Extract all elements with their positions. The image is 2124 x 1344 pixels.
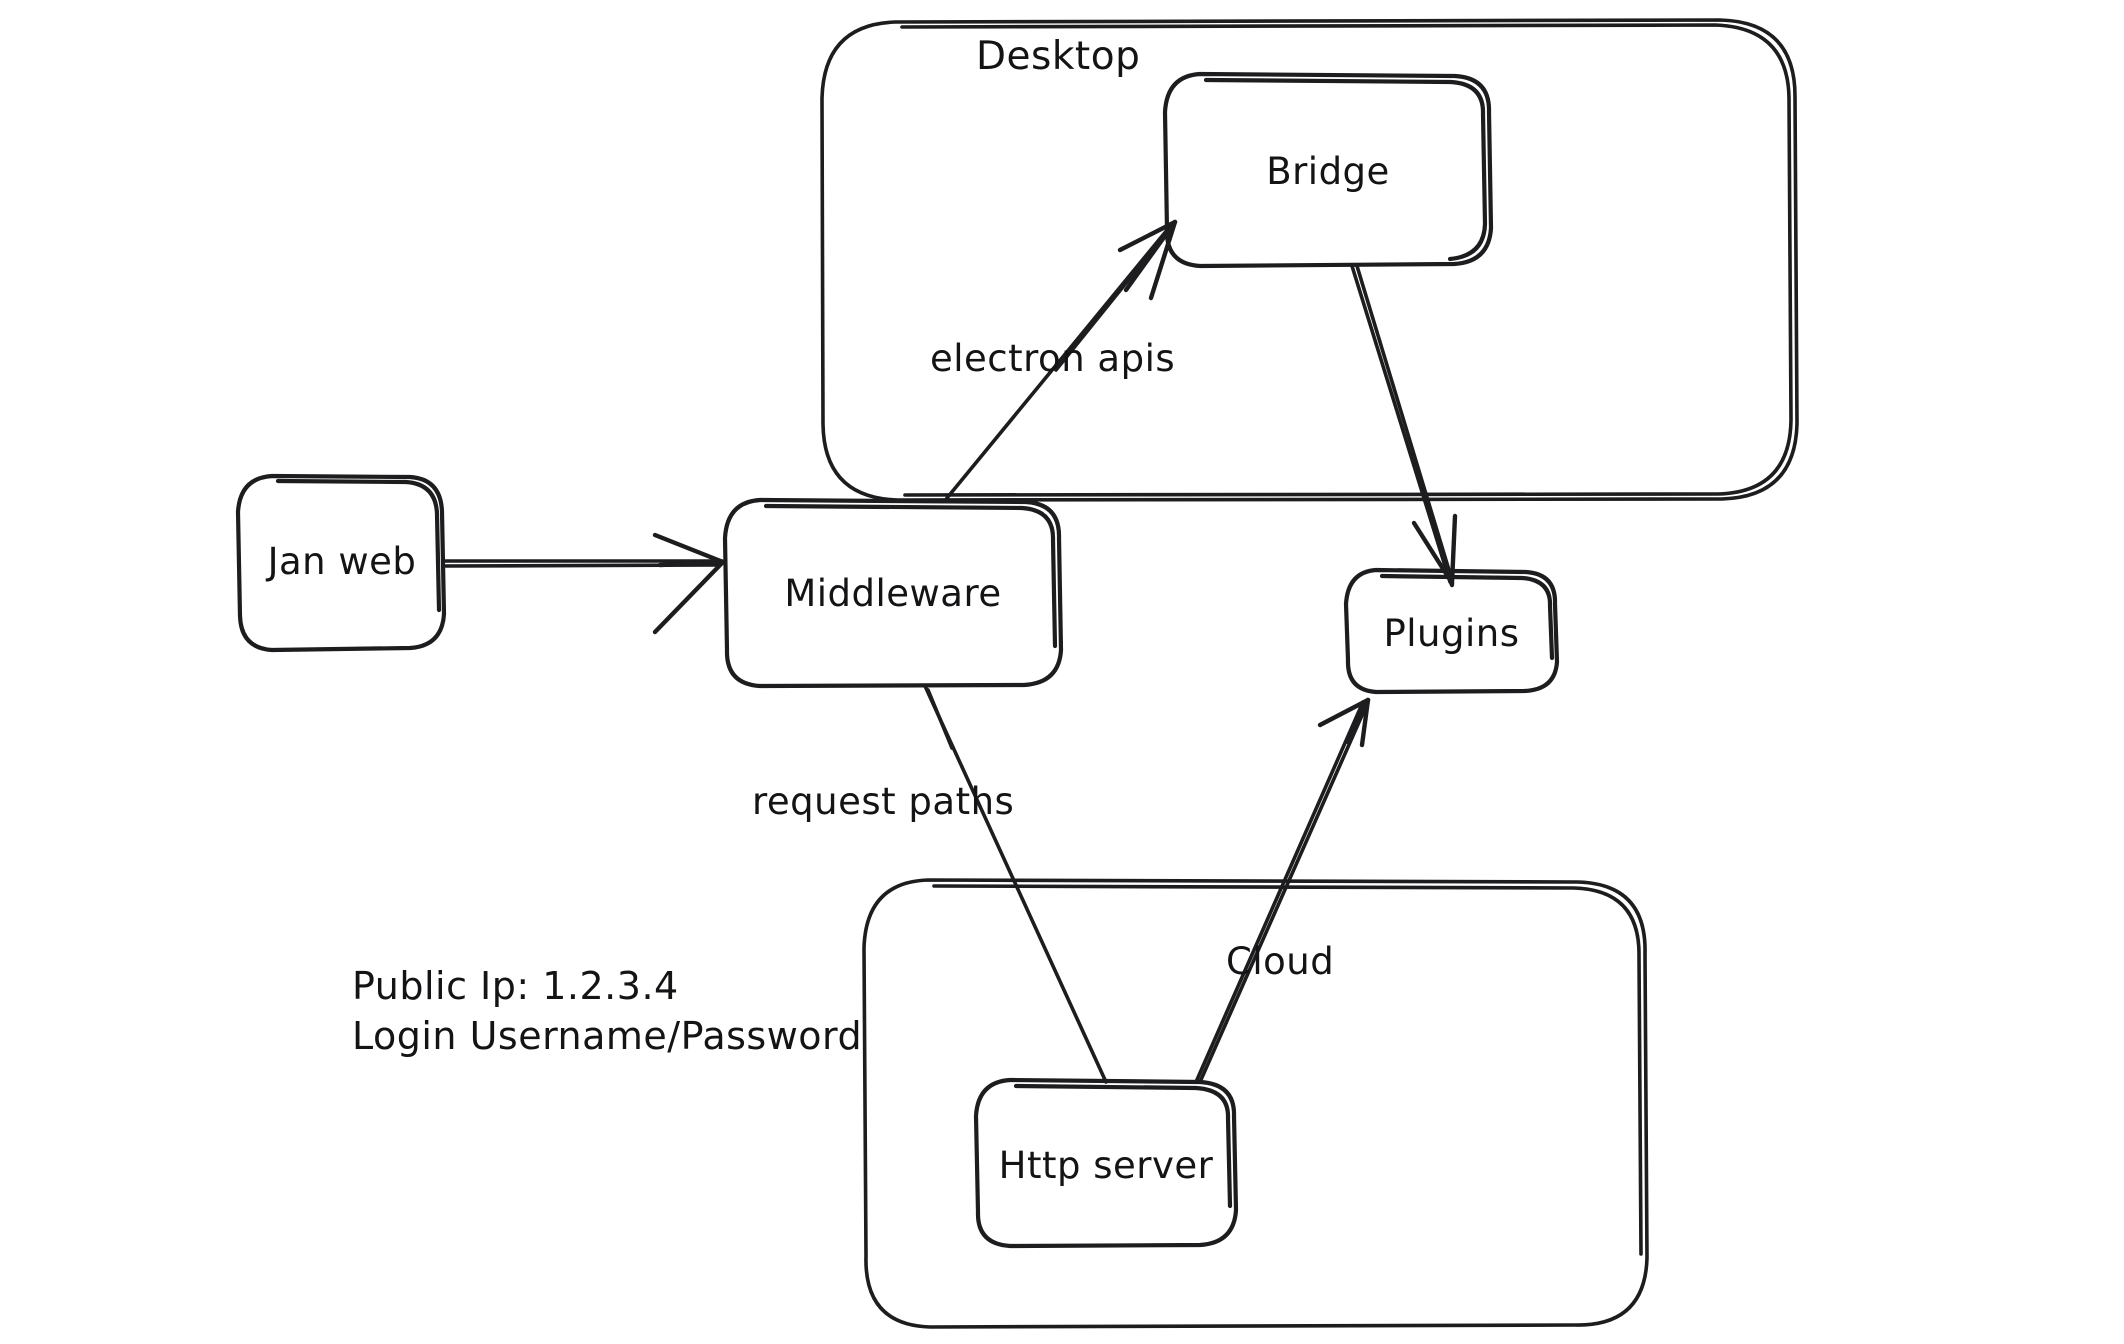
- node-bridge-shape: [1162, 71, 1494, 269]
- node-label-bridge[interactable]: Bridge: [1266, 150, 1390, 193]
- node-middleware-shape: [722, 497, 1064, 689]
- note-public-ip: Public Ip: 1.2.3.4: [352, 964, 679, 1008]
- edge-jan-web-to-middleware: [442, 532, 726, 635]
- container-cloud-group: [862, 878, 1649, 1329]
- edge-label-cloud: Cloud: [1226, 940, 1335, 983]
- node-label-plugins[interactable]: Plugins: [1383, 612, 1520, 655]
- edge-http-server-to-plugins: [1194, 697, 1371, 1084]
- edge-bridge-to-plugins: [1350, 264, 1458, 588]
- node-jan-web-shape: [235, 473, 447, 653]
- note-login-credentials: Login Username/Password: [352, 1014, 863, 1058]
- node-http-server-shape: [973, 1077, 1239, 1249]
- edge-label-request-paths: request paths: [752, 780, 1015, 823]
- edge-label-electron-apis: electron apis: [930, 337, 1176, 380]
- container-desktop: [820, 18, 1799, 502]
- edge-middleware-to-http-server: [923, 684, 1108, 1084]
- edge-middleware-to-bridge: [945, 219, 1178, 500]
- node-label-jan-web[interactable]: Jan web: [267, 540, 417, 583]
- container-label-desktop: Desktop: [976, 34, 1141, 79]
- node-label-http-server[interactable]: Http server: [998, 1144, 1214, 1187]
- node-plugins-shape: [1343, 567, 1560, 695]
- node-label-middleware[interactable]: Middleware: [784, 572, 1002, 615]
